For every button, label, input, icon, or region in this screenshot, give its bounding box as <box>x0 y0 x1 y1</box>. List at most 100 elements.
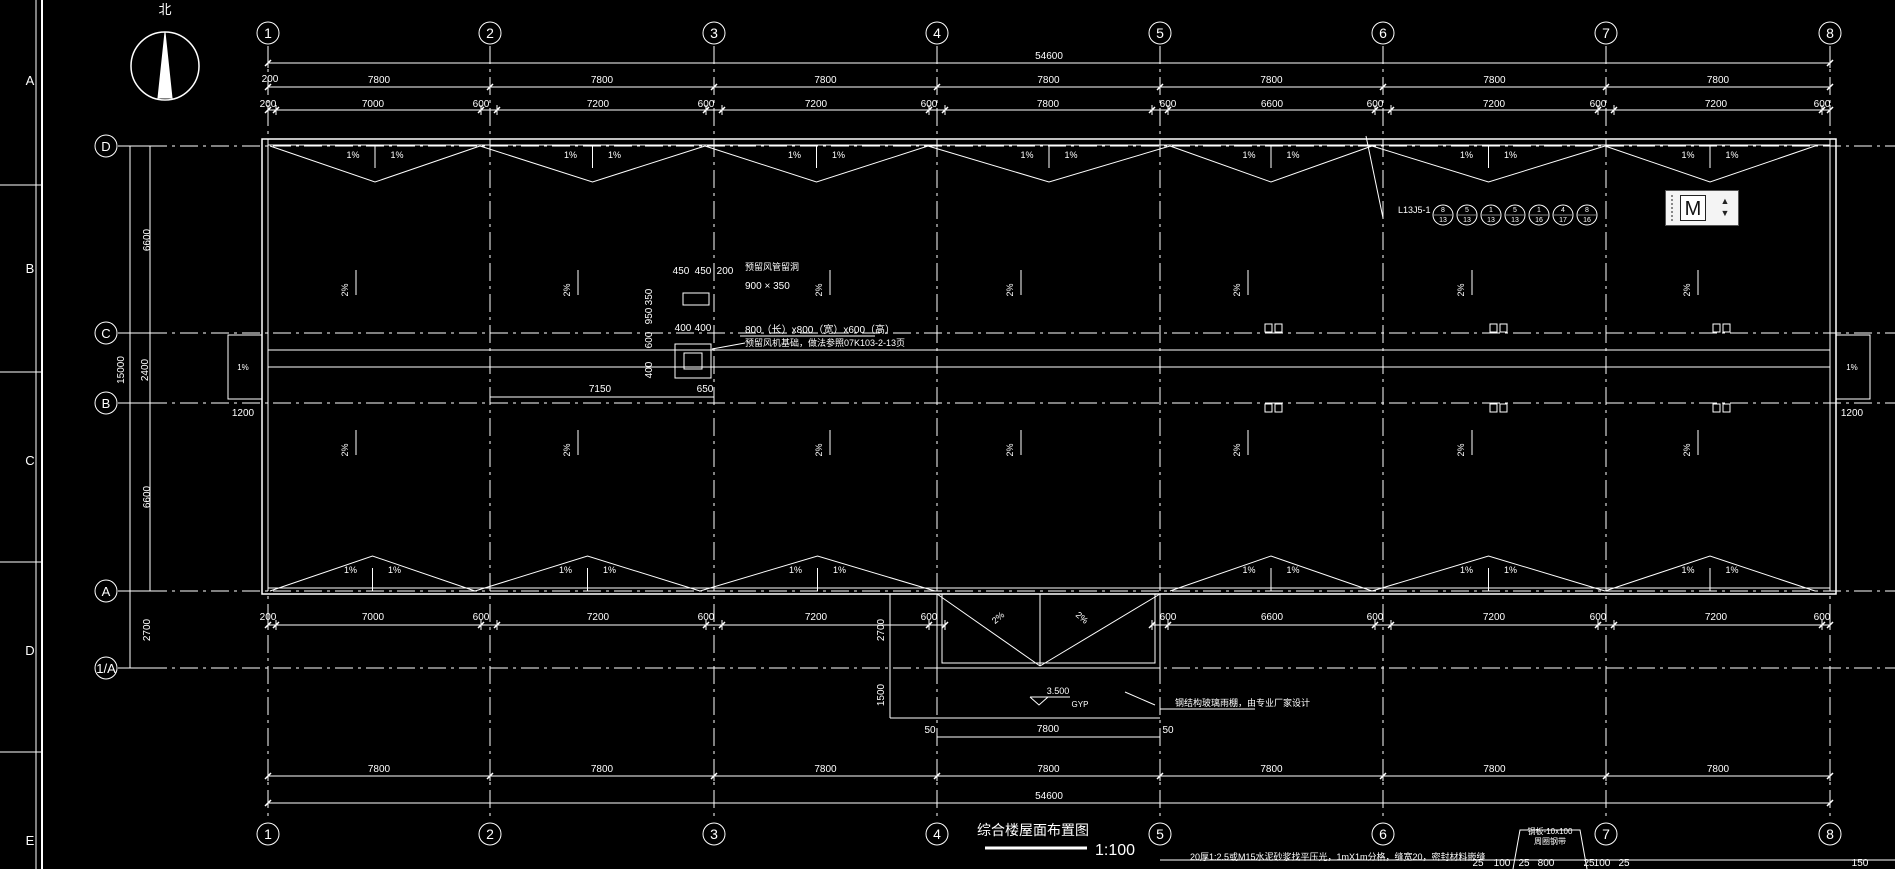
dim-inner-top-tick <box>702 106 710 114</box>
dim-bays-bottom-tick <box>486 772 494 780</box>
bottom-small-dim: 100 <box>1494 858 1511 869</box>
dim-inner-lower-tick <box>264 621 272 629</box>
grid-bubble-bottom <box>1371 822 1395 846</box>
dim-entry-label: 7800 <box>1037 724 1060 735</box>
dim-inner-lower-tick <box>941 621 949 629</box>
dim-overall-top-label: 54600 <box>1035 51 1063 62</box>
dim-inner-lower-tick <box>1610 621 1618 629</box>
gutter-drain-triangle <box>269 145 481 183</box>
dim-inner-lower-tick <box>1387 621 1395 629</box>
slope-label: 2% <box>1232 443 1242 456</box>
roof-drain-icon <box>1722 403 1731 413</box>
grid-label-top: 5 <box>1156 25 1164 41</box>
elevation-marker-icon <box>1029 696 1050 706</box>
grid-row-label: A <box>102 584 111 599</box>
gutter-drain-triangle <box>704 145 929 183</box>
dim-left-label: 2700 <box>142 618 153 641</box>
dim-inner-top-tick <box>1387 106 1395 114</box>
drain-note-label: L13J5-1 <box>1398 205 1431 215</box>
slope-label: 2% <box>1456 283 1466 296</box>
dim-bays-bottom-label: 7800 <box>1037 764 1060 775</box>
grid-bubble-bottom <box>1818 822 1842 846</box>
drain-circle-top: 5 <box>1513 207 1517 214</box>
row-band-label: A <box>26 73 35 88</box>
dim-inner-lower-tick <box>1826 621 1834 629</box>
dim-inner-top-label: 600 <box>473 99 490 110</box>
gutter-label: 钢板-10x100 <box>1528 826 1573 836</box>
dim-inner-lower-label: 7200 <box>1705 612 1728 623</box>
grid-label-bottom: 6 <box>1379 826 1387 842</box>
canopy-note: 钢结构玻璃雨棚，由专业厂家设计 <box>1175 697 1310 708</box>
slope-label: 2% <box>1005 283 1015 296</box>
layout-selector-widget[interactable]: M ▲▼ <box>1665 190 1739 226</box>
dim-bays-bottom-tick <box>710 772 718 780</box>
drain-circle-bottom: 17 <box>1559 217 1567 224</box>
dim-inner-lower-label: 600 <box>1814 612 1831 623</box>
grid-bubble-top <box>1148 21 1172 45</box>
leader-line <box>711 342 746 350</box>
slope-label: 2% <box>1005 443 1015 456</box>
slope-label: 1% <box>1725 150 1738 160</box>
gutter-drain-triangle <box>1371 145 1606 183</box>
dim-inner-lower-tick <box>1594 621 1602 629</box>
dim-inner-top-tick <box>1610 106 1618 114</box>
dim-inner-top-tick <box>925 106 933 114</box>
dim-inner-top-label: 600 <box>1367 99 1384 110</box>
drag-handle-icon[interactable] <box>1671 195 1677 221</box>
dim-inner-top-tick <box>1818 106 1826 114</box>
dim-bays-top-label: 7800 <box>1483 75 1506 86</box>
dim-bays-top-tick <box>264 83 272 91</box>
dim-inner-top-tick <box>493 106 501 114</box>
grid-row-label: B <box>102 396 111 411</box>
drain-circle-top: 5 <box>1465 207 1469 214</box>
dim-inner-lower-label: 200 <box>260 612 277 623</box>
slope-label: 1% <box>1681 150 1694 160</box>
gutter-drain-triangle <box>1604 555 1816 592</box>
drain-detail-circle <box>1552 204 1574 226</box>
gutter-drain-triangle <box>927 145 1171 183</box>
dim-bays-top-label: 7800 <box>814 75 837 86</box>
dim-inner-lower-tick <box>1148 621 1156 629</box>
dim-inner-lower-tick <box>1371 621 1379 629</box>
dim-inner-top-label: 600 <box>1590 99 1607 110</box>
grid-row-label: C <box>101 326 110 341</box>
entrance-canopy-inner <box>941 594 1156 664</box>
grid-bubble-top <box>925 21 949 45</box>
dim-bays-bottom-label: 7800 <box>1483 764 1506 775</box>
dim-inner-top-label: 7200 <box>1705 99 1728 110</box>
dim-inner-top-label: 600 <box>1160 99 1177 110</box>
grid-bubble-row <box>94 579 118 603</box>
dim-bays-top-tick <box>1602 83 1610 91</box>
north-label: 北 <box>158 2 171 17</box>
slope-label: 2% <box>1456 443 1466 456</box>
gutter-drain-triangle <box>474 555 701 592</box>
grid-bubble-top <box>1594 21 1618 45</box>
dim-inner-top-label: 7000 <box>362 99 385 110</box>
drain-detail-circle <box>1528 204 1550 226</box>
dim-bays-top-label: 7800 <box>1707 75 1730 86</box>
dropdown-arrows-icon[interactable]: ▲▼ <box>1720 196 1730 218</box>
dim-inner-lower-tick <box>718 621 726 629</box>
dim-bays-bottom-tick <box>1379 772 1387 780</box>
dim-inner-top-label: 600 <box>921 99 938 110</box>
model-space-button[interactable]: M <box>1680 195 1706 221</box>
grid-bubble-top <box>478 21 502 45</box>
roof-drain-icon <box>1712 323 1721 333</box>
detail-dim-label: 400 <box>644 361 655 378</box>
bottom-small-dim: 25 <box>1618 858 1630 869</box>
slope-label: 1% <box>833 565 846 575</box>
slope-label: 1% <box>1504 565 1517 575</box>
dim-overall-bottom-label: 54600 <box>1035 791 1063 802</box>
slope-label: 2% <box>340 283 350 296</box>
bottom-small-dim: 25 <box>1583 858 1595 869</box>
roof-drain-icon <box>1264 323 1273 333</box>
detail-dim-label: 400 <box>675 323 692 334</box>
dim-bays-bottom-tick <box>1156 772 1164 780</box>
dim-bays-bottom-tick <box>1602 772 1610 780</box>
roof-drain-icon <box>1712 403 1721 413</box>
gutter-drain-triangle <box>699 555 936 592</box>
grid-label-bottom: 3 <box>710 826 718 842</box>
elevation-label: 3.500 <box>1047 686 1070 696</box>
slope-label: 1% <box>559 565 572 575</box>
